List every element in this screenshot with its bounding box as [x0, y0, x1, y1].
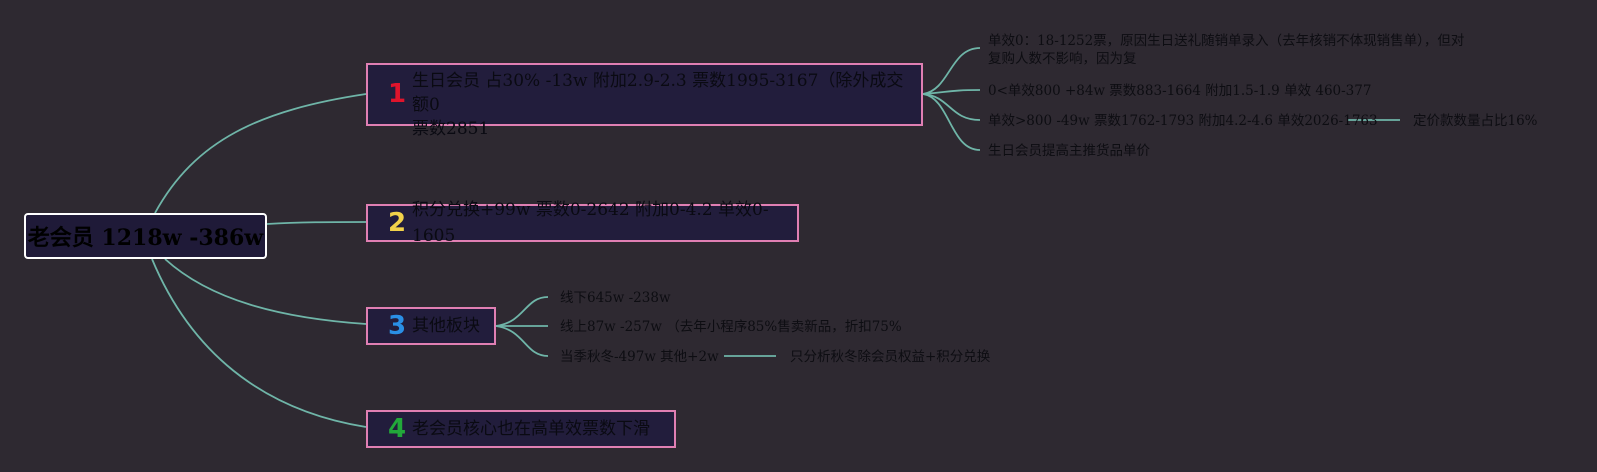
connector-1-2 — [922, 89, 981, 95]
connector-3-3 — [495, 325, 549, 357]
branch-3-child-2[interactable]: 线上87w -257w （去年小程序85%售卖新品，折扣75% — [560, 319, 902, 335]
root-label: 老会员 1218w -386w — [27, 225, 264, 251]
branch-1-child-1-line1: 单效0：18-1252票，原因生日送礼随销单录入（去年核销不体现销售单），但对 — [988, 33, 1465, 49]
branch-1-child-1-line2: 复购人数不影响，因为复 — [988, 51, 1137, 67]
branch-1-child-1[interactable]: 单效0：18-1252票，原因生日送礼随销单录入（去年核销不体现销售单），但对 … — [988, 32, 1464, 68]
connector-1-3 — [922, 93, 981, 121]
branch-1-node[interactable]: 1 生日会员 占30% -13w 附加2.9-2.3 票数1995-3167（除… — [366, 63, 923, 139]
branch-3-child-3-sub[interactable]: 只分析秋冬除会员权益+积分兑换 — [790, 349, 991, 365]
connector-3-1 — [495, 296, 549, 327]
root-node[interactable]: 老会员 1218w -386w — [24, 213, 267, 259]
branch-1-child-3[interactable]: 单效>800 -49w 票数1762-1793 附加4.2-4.6 单效2026… — [988, 113, 1378, 129]
connector-root-3 — [164, 258, 367, 325]
branch-2-node[interactable]: 2 积分兑换+99w 票数0-2642 附加0-4.2 单效0-1605 — [366, 200, 799, 246]
branch-4-number: 4 — [387, 414, 407, 444]
branch-1-line1: 生日会员 占30% -13w 附加2.9-2.3 票数1995-3167（除外成… — [412, 71, 904, 115]
branch-1-number: 1 — [387, 79, 407, 109]
branch-1-child-2[interactable]: 0<单效800 +84w 票数883-1664 附加1.5-1.9 单效 460… — [988, 83, 1372, 99]
branch-3-child-3[interactable]: 当季秋冬-497w 其他+2w — [560, 349, 719, 365]
connector-1-1 — [922, 47, 981, 95]
connector-root-2 — [266, 221, 367, 225]
branch-2-label: 积分兑换+99w 票数0-2642 附加0-4.2 单效0-1605 — [412, 200, 769, 246]
branch-3-label: 其他板块 — [412, 316, 480, 336]
branch-3-number: 3 — [387, 311, 407, 341]
branch-4-node[interactable]: 4 老会员核心也在高单效票数下滑 — [366, 410, 676, 448]
branch-1-child-4[interactable]: 生日会员提高主推货品单价 — [988, 143, 1150, 159]
branch-1-child-3-sub[interactable]: 定价款数量占比16% — [1413, 113, 1538, 129]
connector-1-4 — [922, 93, 981, 151]
branch-4-label: 老会员核心也在高单效票数下滑 — [412, 419, 650, 439]
branch-1-text: 生日会员 占30% -13w 附加2.9-2.3 票数1995-3167（除外成… — [412, 69, 915, 141]
connector-root-1 — [154, 93, 367, 214]
branch-3-node[interactable]: 3 其他板块 — [366, 307, 496, 345]
branch-3-child-1[interactable]: 线下645w -238w — [560, 290, 671, 306]
connector-root-4 — [151, 258, 367, 428]
branch-2-number: 2 — [387, 208, 407, 238]
branch-1-line2: 票数2851 — [412, 119, 490, 139]
